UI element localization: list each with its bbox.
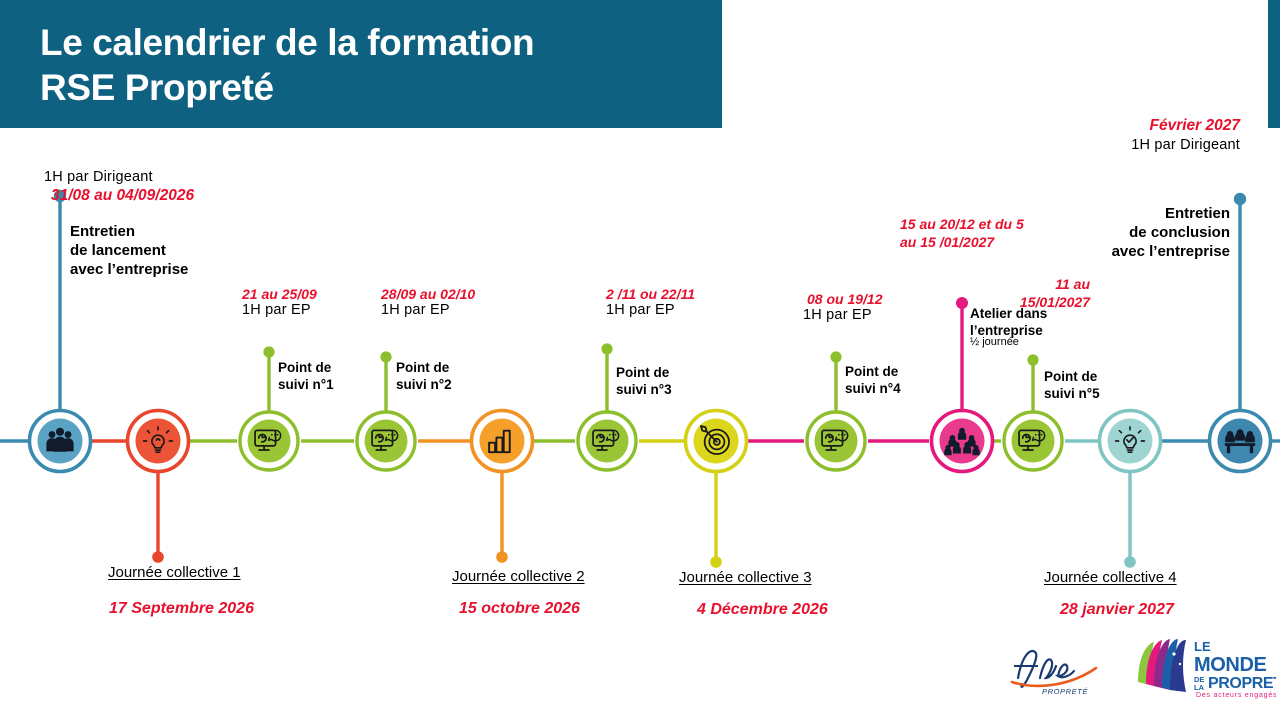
outro-label: Entretien de conclusion avec l’entrepris…: [1111, 205, 1230, 260]
page-title: Le calendrier de la formation RSE Propre…: [40, 20, 700, 110]
svg-text:DE: DE: [1194, 675, 1204, 684]
svg-text:LE: LE: [1194, 639, 1211, 654]
node-point-suivi-1[interactable]: [238, 410, 300, 472]
point-suivi-3-date: 2 /11 ou 22/11: [606, 286, 695, 302]
atelier-range-date: 15 au 20/12 et du 5 au 15 /01/2027: [900, 216, 1024, 251]
point-suivi-4-hours: 1H par EP: [803, 307, 872, 323]
header-band: [0, 0, 722, 128]
journee-collective-3-name: Journée collective 3: [679, 569, 812, 586]
point-suivi-3-hours: 1H par EP: [606, 302, 675, 318]
point-suivi-2-date: 28/09 au 02/10: [381, 286, 476, 302]
logo-row: PROPRETÉ LE MONDE DE LA PROPRETÉ Des act…: [1008, 634, 1276, 706]
header-band-right-accent: [1268, 0, 1280, 128]
svg-text:PROPRETÉ: PROPRETÉ: [1042, 687, 1088, 696]
svg-text:PROPRETÉ: PROPRETÉ: [1208, 673, 1276, 692]
node-point-suivi-5[interactable]: [1002, 410, 1064, 472]
point-suivi-1-date: 21 au 25/09: [242, 286, 317, 302]
point-suivi-1-hours: 1H par EP: [242, 302, 311, 318]
node-entretien-conclusion[interactable]: [1207, 408, 1273, 474]
atelier-label: Atelier dans l’entreprise: [970, 306, 1048, 338]
node-entretien-lancement[interactable]: [27, 408, 93, 474]
fare-proprete-logo: PROPRETÉ: [1010, 649, 1098, 696]
journee-collective-4-name: Journée collective 4: [1044, 569, 1177, 586]
point-suivi-5-label: Point de suivi n°5: [1044, 369, 1100, 401]
node-journee-collective-2[interactable]: [469, 408, 535, 474]
svg-text:Des acteurs engagés: Des acteurs engagés: [1196, 692, 1276, 699]
point-suivi-2-hours: 1H par EP: [381, 302, 450, 318]
journee-collective-4-date: 28 janvier 2027: [1060, 601, 1174, 618]
node-journee-collective-3[interactable]: [683, 408, 749, 474]
outro-date: Février 2027: [1149, 117, 1241, 134]
bottom-stem-dots: [152, 551, 1136, 568]
journee-collective-1-name: Journée collective 1: [108, 564, 241, 581]
outro-hours: 1H par Dirigeant: [1131, 137, 1240, 153]
journee-collective-2-name: Journée collective 2: [452, 568, 585, 585]
intro-date: 31/08 au 04/09/2026: [51, 187, 195, 204]
svg-text:MONDE: MONDE: [1194, 654, 1267, 676]
point-suivi-1-label: Point de suivi n°1: [278, 360, 334, 392]
page-title-line-2: RSE Propreté: [40, 67, 274, 109]
intro-hours: 1H par Dirigeant: [44, 169, 153, 185]
point-suivi-4-date: 08 ou 19/12: [807, 291, 883, 307]
node-point-suivi-3[interactable]: [576, 410, 638, 472]
le-monde-de-la-proprete-logo: LE MONDE DE LA PROPRETÉ Des acteurs enga…: [1138, 639, 1276, 699]
page-title-line-1: Le calendrier de la formation: [40, 22, 535, 63]
logo-ribbon: [1138, 639, 1186, 692]
node-atelier-entreprise[interactable]: [929, 408, 995, 474]
intro-label: Entretien de lancement avec l’entreprise: [70, 223, 189, 278]
point-suivi-2-label: Point de suivi n°2: [396, 360, 452, 392]
node-point-suivi-4[interactable]: [805, 410, 867, 472]
atelier-duration: ½ journée: [970, 336, 1019, 348]
node-journee-collective-4[interactable]: [1097, 408, 1163, 474]
stem-dots: [53, 189, 1247, 366]
point-suivi-4-label: Point de suivi n°4: [845, 364, 901, 396]
svg-text:LA: LA: [1194, 683, 1205, 692]
atelier-date: 11 au 15/01/2027: [1019, 276, 1090, 310]
node-journee-collective-1[interactable]: [125, 408, 191, 474]
point-suivi-3-label: Point de suivi n°3: [616, 365, 672, 397]
journee-collective-3-date: 4 Décembre 2026: [697, 601, 828, 618]
journee-collective-2-date: 15 octobre 2026: [459, 600, 580, 617]
node-point-suivi-2[interactable]: [355, 410, 417, 472]
journee-collective-1-date: 17 Septembre 2026: [109, 600, 254, 617]
